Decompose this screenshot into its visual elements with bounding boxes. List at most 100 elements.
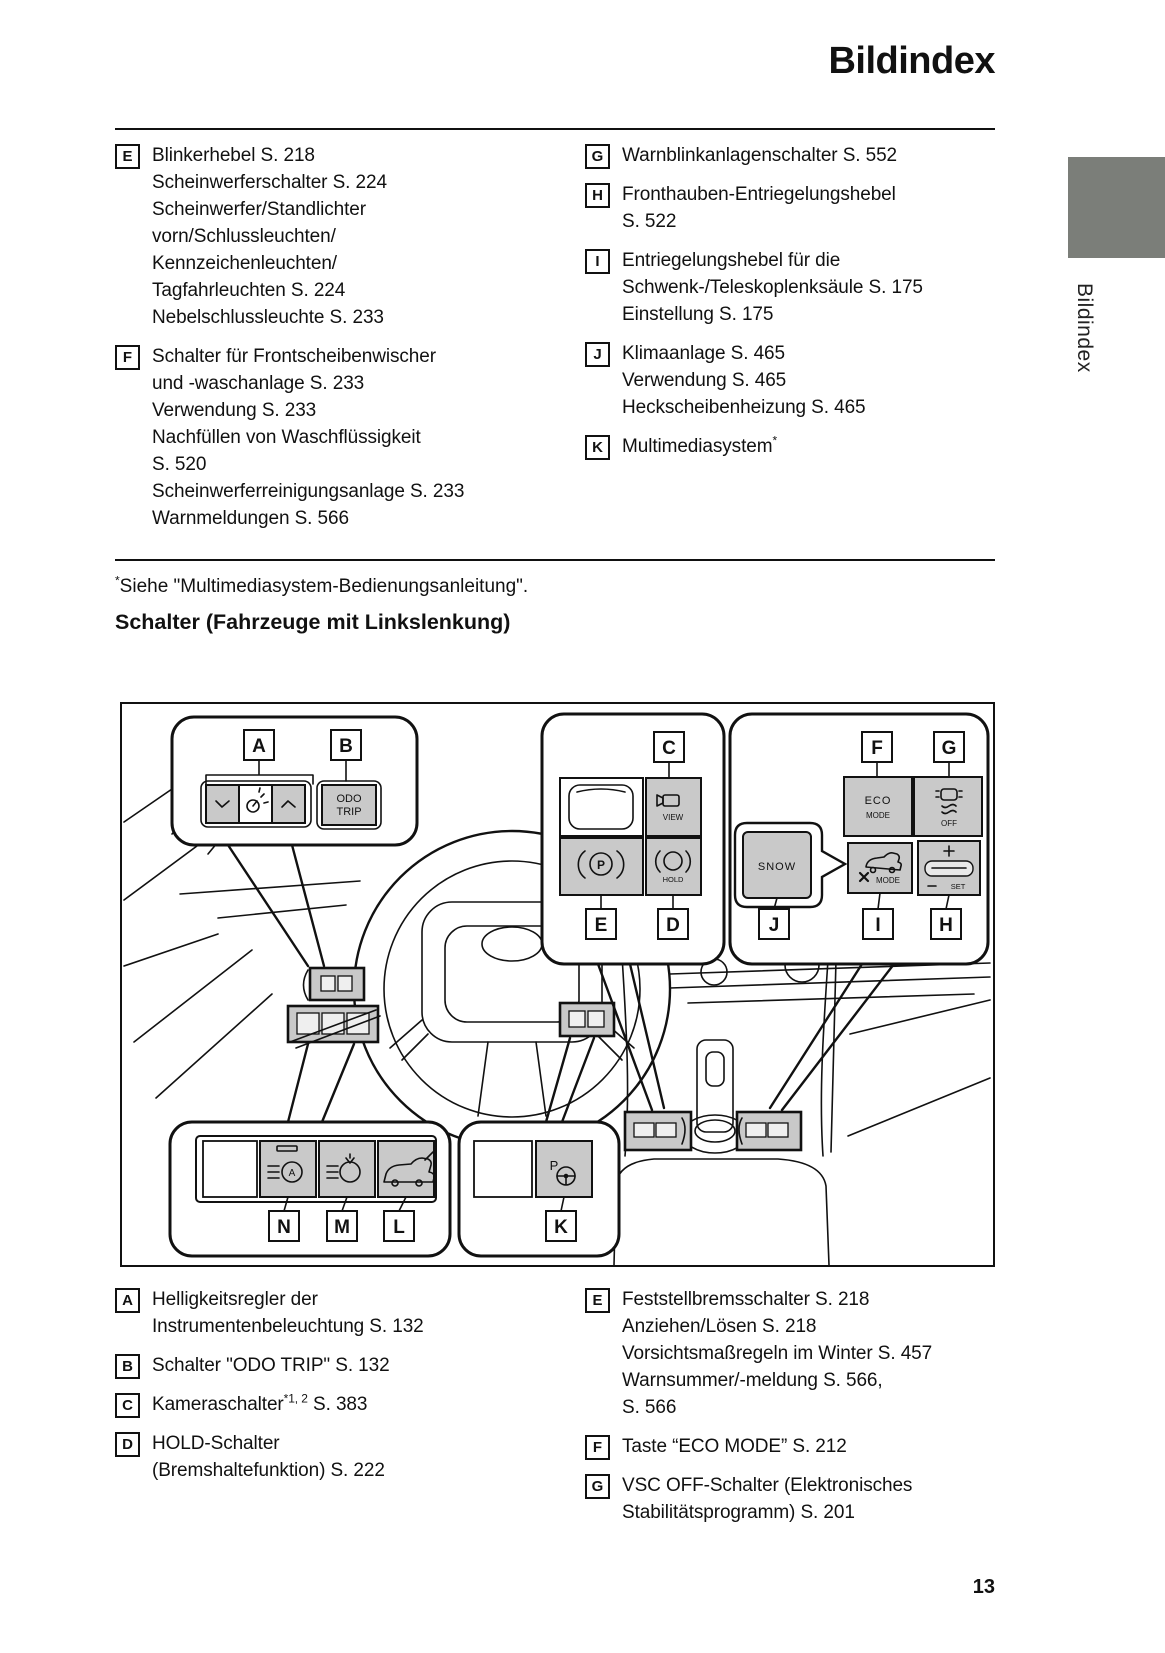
svg-text:E: E (595, 915, 608, 936)
power-back-door-button (377, 1140, 435, 1198)
power-steering-button: P (535, 1140, 593, 1198)
callout-group-ab: ODO TRIP A B (170, 715, 419, 847)
index-item-text: Kameraschalter*1, 2 S. 383 (152, 1391, 368, 1415)
view-camera-button: VIEW (645, 777, 702, 837)
blank-switch (559, 777, 644, 837)
callout-label-a-box (243, 729, 275, 761)
svg-text:HOLD: HOLD (663, 875, 684, 884)
svg-text:I: I (875, 915, 880, 936)
x-mode-button: MODE (847, 842, 913, 894)
blank-slot (473, 1140, 533, 1198)
armrest-outline (613, 1158, 830, 1265)
index-key-box: G (585, 144, 610, 169)
auto-high-beam-icon: A (267, 1161, 303, 1183)
callout-label-e-box (585, 908, 617, 940)
callout-pointer-lines (226, 843, 896, 1124)
index-key-box: D (115, 1432, 140, 1457)
plus-icon (943, 845, 955, 857)
superscript-note: * (772, 433, 778, 448)
svg-text:VIEW: VIEW (663, 813, 684, 822)
turn-signal-stalk-panel (302, 966, 366, 1002)
index-key-box: A (115, 1288, 140, 1313)
svg-text:ODO: ODO (336, 793, 362, 805)
vsc-off-button: OFF (913, 776, 983, 837)
cockpit-illustration: ODO TRIP A B VIEW P (123, 712, 991, 1265)
vsc-off-icon (935, 788, 963, 815)
page-number: 13 (972, 1576, 995, 1598)
console-left-switch-panel (623, 1110, 693, 1152)
brake-hold-icon (663, 851, 683, 871)
svg-text:MODE: MODE (876, 876, 900, 885)
right-stalk-panel (558, 1001, 616, 1038)
power-back-door-icon (383, 1151, 435, 1187)
wiper-stalk-panel (286, 1004, 381, 1049)
svg-text:SET: SET (951, 882, 966, 891)
index-item-text: Taste “ECO MODE” S. 212 (622, 1436, 847, 1457)
parking-brake-icon (589, 852, 613, 876)
x-icon (858, 871, 870, 883)
brightness-dial-button (238, 784, 273, 824)
blank-slot (202, 1140, 258, 1198)
index-key-box: B (115, 1354, 140, 1379)
parking-brake-button: P (559, 837, 644, 896)
snow-mode-bubble: SNOW (733, 821, 848, 909)
svg-text:A: A (289, 1168, 296, 1179)
svg-text:C: C (662, 738, 676, 759)
index-key-box: H (585, 183, 610, 208)
camera-icon (656, 794, 680, 807)
page-title: Bildindex (828, 40, 995, 82)
cockpit-diagram: ODO TRIP A B VIEW P (120, 702, 995, 1267)
center-console (613, 947, 991, 1265)
footnote-text: Siehe "Multimediasystem-Bedienungsanleit… (119, 576, 529, 597)
svg-text:J: J (769, 915, 780, 936)
index-key-box: E (115, 144, 140, 169)
svg-text:F: F (871, 738, 883, 759)
callout-group-ced: VIEW P HOLD C E D (540, 712, 726, 966)
index-key-box: J (585, 342, 610, 367)
svg-text:P: P (550, 1158, 559, 1173)
svg-text:M: M (334, 1217, 350, 1238)
index-key-box: C (115, 1393, 140, 1418)
callout-label-j-box (758, 908, 790, 940)
chevron-up-icon (281, 800, 296, 808)
footnote: *Siehe "Multimediasystem-Bedienungsanlei… (115, 573, 529, 598)
section-heading: Schalter (Fahrzeuge mit Linkslenkung) (115, 610, 511, 634)
index-item-text: Warnblinkanlagenschalter S. 552 (622, 145, 898, 166)
svg-text:G: G (942, 738, 957, 759)
callout-label-m-box (326, 1210, 358, 1242)
gauge-icon (246, 799, 260, 813)
svg-text:SNOW: SNOW (758, 861, 796, 873)
index-key-box: K (585, 435, 610, 460)
index-item-text: HOLD-Schalter(Bremshaltefunktion) S. 222 (152, 1433, 385, 1481)
callout-label-l-box (383, 1210, 415, 1242)
index-item-C: C Kameraschalter*1, 2 S. 383 (115, 1391, 585, 1418)
callout-label-c-box (653, 731, 685, 763)
callout-label-i-box (862, 908, 894, 940)
superscript-note: *1, 2 (283, 1391, 308, 1406)
console-right-switch-panel (735, 1110, 803, 1152)
index-key-box: F (585, 1435, 610, 1460)
svg-text:L: L (393, 1217, 405, 1238)
callout-group-k: P K (457, 1120, 621, 1258)
chapter-tab (1068, 157, 1165, 258)
footnote-asterisk: * (115, 573, 120, 588)
svg-text:A: A (252, 736, 266, 757)
svg-text:ECO: ECO (865, 795, 892, 807)
callout-label-n-box (268, 1210, 300, 1242)
